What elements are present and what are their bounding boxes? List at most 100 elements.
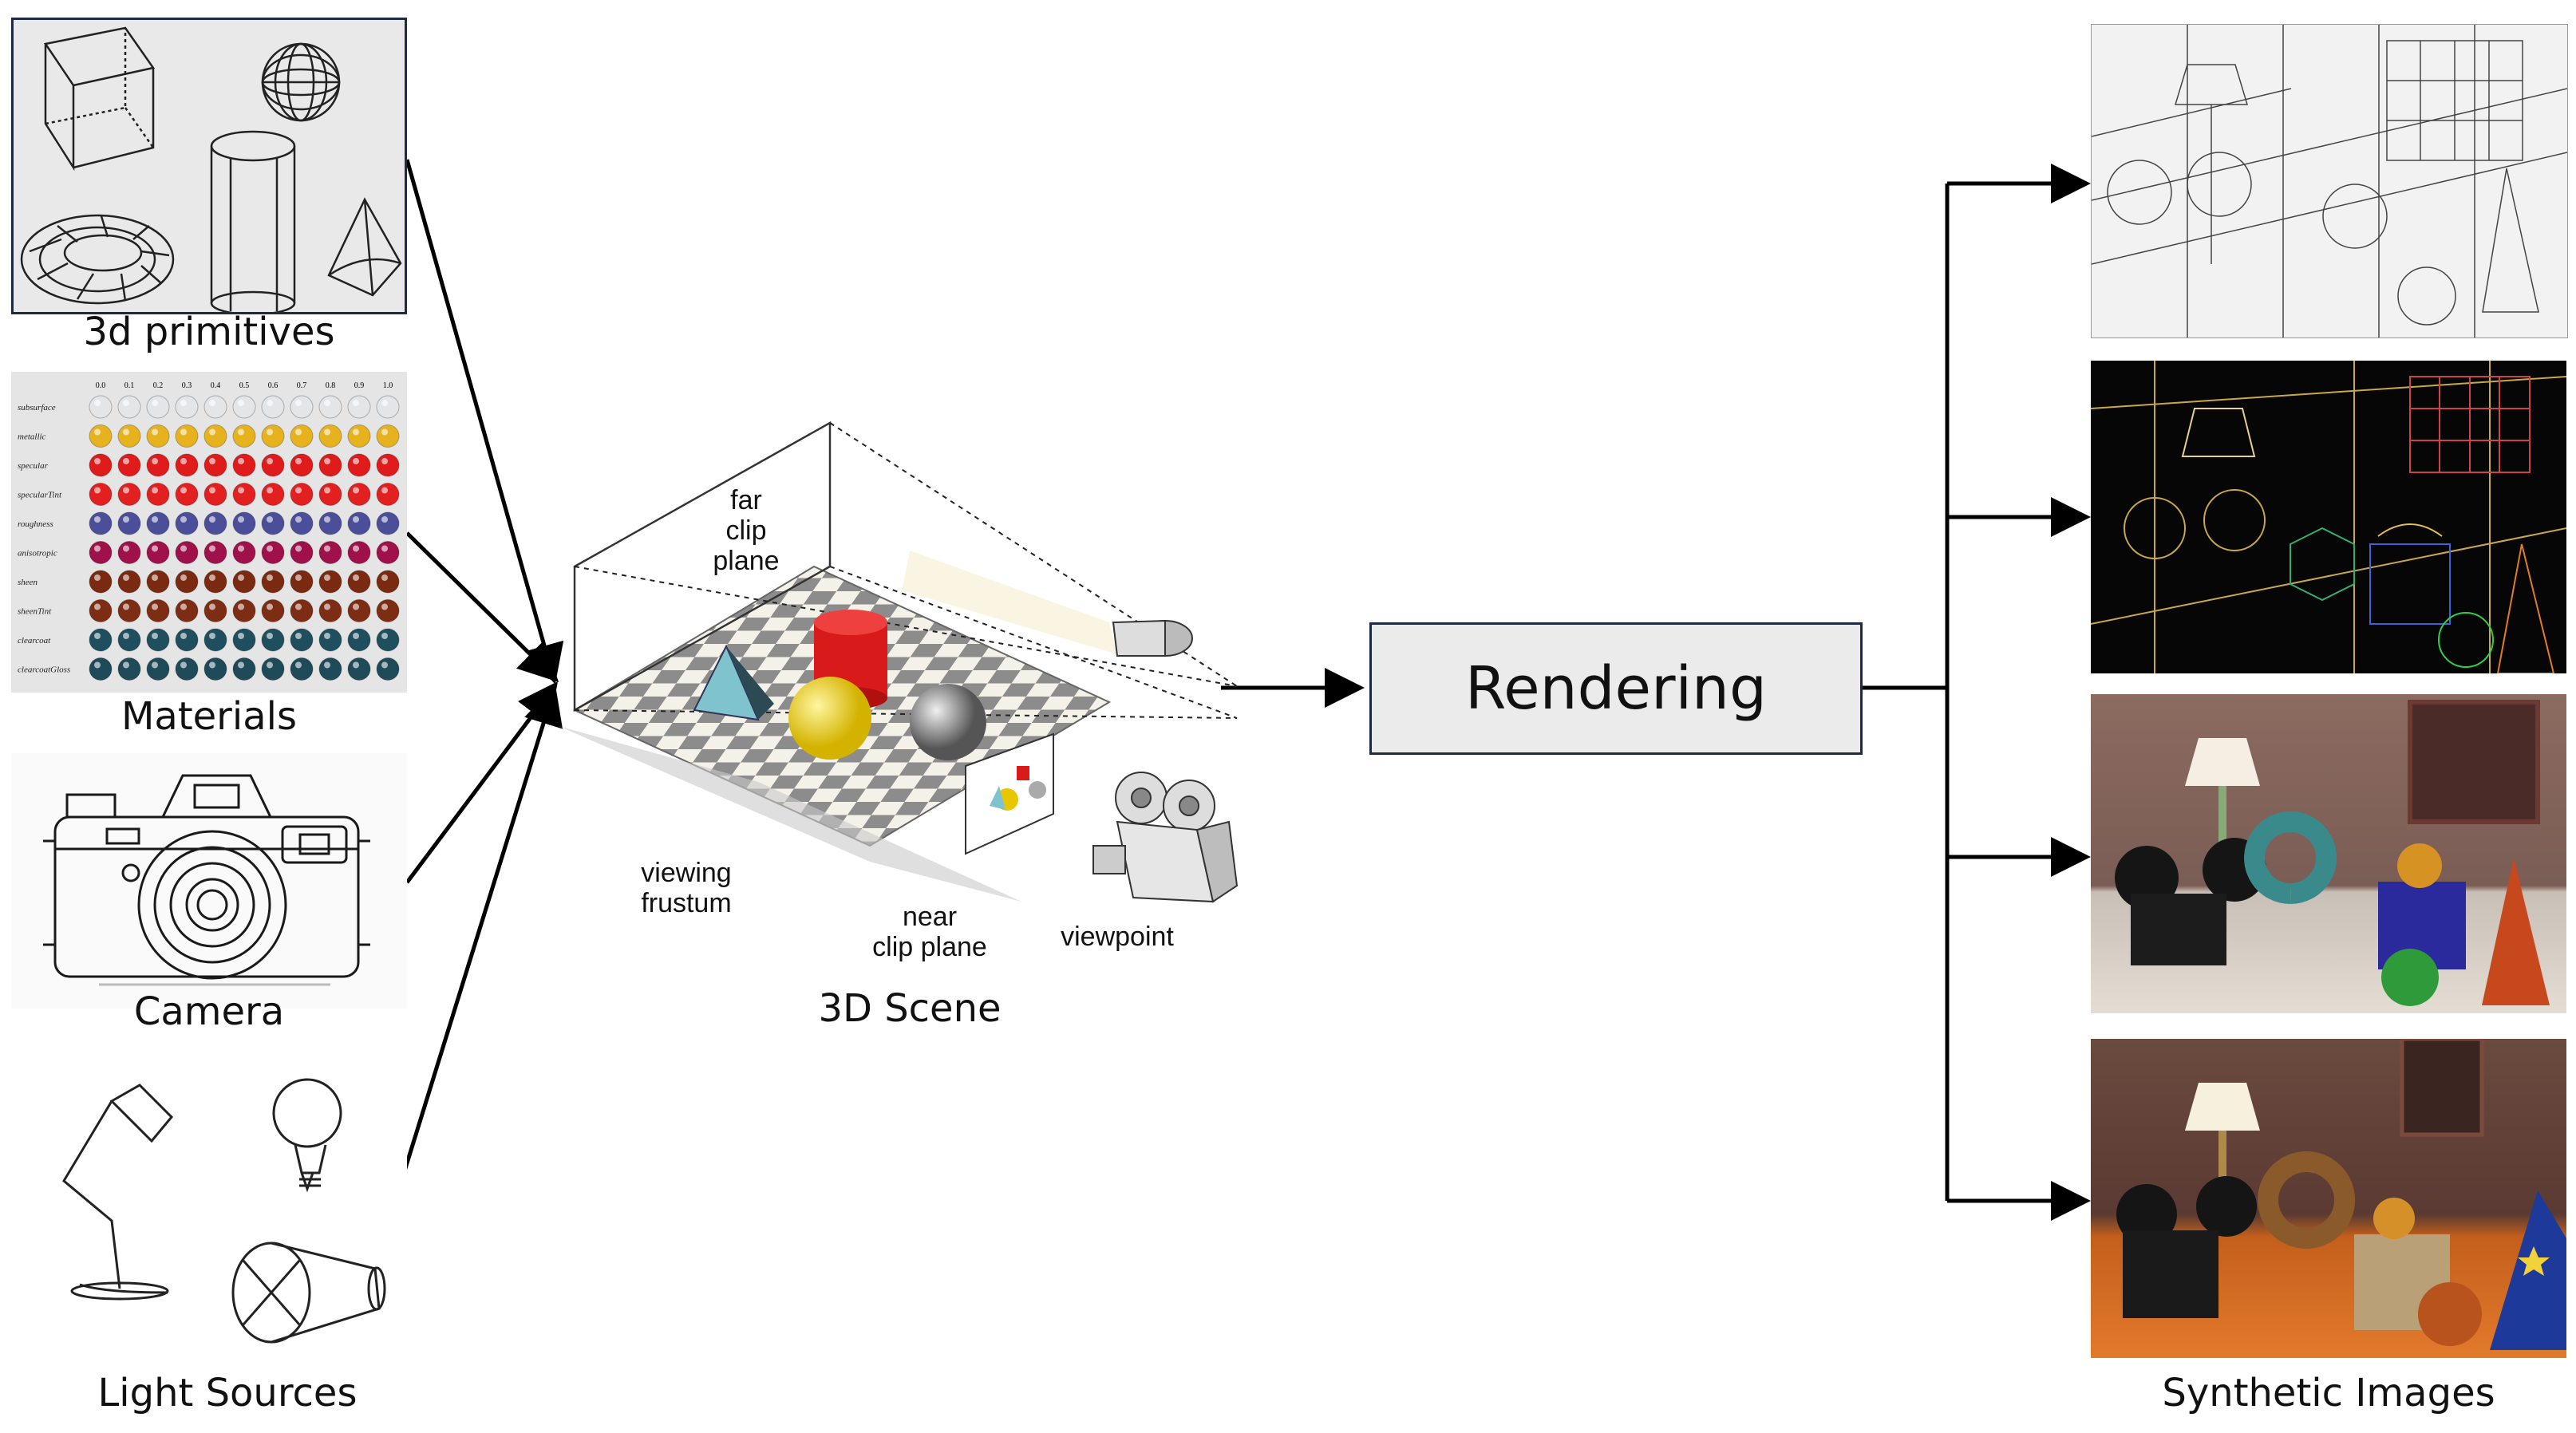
material-row-label: specular xyxy=(18,461,49,471)
material-swatch xyxy=(318,424,342,448)
material-swatch xyxy=(290,541,314,564)
material-swatch-highlight xyxy=(267,400,273,406)
material-swatch xyxy=(232,511,256,535)
material-swatch-highlight xyxy=(123,516,129,523)
material-row-label: subsurface xyxy=(18,403,56,413)
material-swatch-highlight xyxy=(267,545,273,552)
material-swatch-highlight xyxy=(238,458,244,464)
material-swatch-highlight xyxy=(381,516,388,523)
material-swatch-highlight xyxy=(209,603,215,610)
material-swatch-highlight xyxy=(123,458,129,464)
arrow-primitives-to-scene xyxy=(405,159,564,685)
material-swatch-highlight xyxy=(267,633,273,639)
material-swatch xyxy=(261,599,285,622)
arrow-camera-to-scene xyxy=(405,681,558,884)
material-swatch xyxy=(89,599,113,622)
material-swatch xyxy=(347,395,371,419)
material-column-label: 0.9 xyxy=(354,381,365,390)
viewing-frustum-label: viewing frustum xyxy=(641,858,732,918)
material-swatch xyxy=(376,453,400,477)
bulb-icon xyxy=(272,1078,342,1148)
material-row-label: sheen xyxy=(18,578,38,587)
material-swatch-highlight xyxy=(123,487,129,494)
material-swatch-highlight xyxy=(152,487,158,494)
material-swatch-highlight xyxy=(238,516,244,523)
material-swatch xyxy=(89,483,113,506)
material-swatch-highlight xyxy=(94,633,101,639)
material-swatch-highlight xyxy=(94,428,101,436)
material-swatch xyxy=(290,395,314,419)
material-swatch xyxy=(203,453,227,477)
material-swatch-highlight xyxy=(180,428,187,436)
viewpoint-label: viewpoint xyxy=(1061,922,1174,952)
material-swatch xyxy=(232,424,256,448)
material-swatch xyxy=(232,599,256,622)
material-swatch-highlight xyxy=(209,428,215,436)
material-swatch-highlight xyxy=(94,400,101,406)
material-swatch xyxy=(175,453,199,477)
material-swatch-highlight xyxy=(324,400,330,406)
materials-label: Materials xyxy=(121,694,297,739)
arrow-materials-to-scene xyxy=(405,531,559,683)
material-swatch xyxy=(318,541,342,564)
material-swatch-highlight xyxy=(94,516,101,523)
material-swatch-highlight xyxy=(267,487,273,494)
material-swatch xyxy=(175,628,199,652)
material-column-label: 0.5 xyxy=(239,381,250,390)
material-swatch xyxy=(117,453,141,477)
material-swatch xyxy=(146,511,170,535)
material-swatch xyxy=(290,570,314,594)
material-swatch-highlight xyxy=(381,428,388,436)
arrow-lights-to-scene xyxy=(397,685,563,1190)
primitives-label: 3d primitives xyxy=(83,310,335,354)
material-swatch-highlight xyxy=(267,661,273,669)
material-swatch-highlight xyxy=(295,633,302,639)
material-swatch xyxy=(290,483,314,506)
material-swatch xyxy=(232,570,256,594)
material-swatch xyxy=(175,483,199,506)
material-swatch xyxy=(117,395,141,419)
material-swatch xyxy=(290,453,314,477)
material-swatch-highlight xyxy=(123,603,129,610)
lights-label: Light Sources xyxy=(97,1371,358,1415)
material-swatch xyxy=(232,541,256,564)
material-swatch-highlight xyxy=(152,545,158,552)
material-swatch xyxy=(318,628,342,652)
material-swatch xyxy=(117,511,141,535)
material-swatch xyxy=(376,424,400,448)
material-row-label: clearcoatGloss xyxy=(18,665,70,675)
material-swatch-highlight xyxy=(324,458,330,464)
material-swatch-highlight xyxy=(324,633,330,639)
material-swatch-highlight xyxy=(209,400,215,406)
material-swatch xyxy=(146,628,170,652)
material-swatch-highlight xyxy=(94,603,101,610)
material-swatch xyxy=(146,541,170,564)
material-swatch xyxy=(146,483,170,506)
material-swatch xyxy=(290,511,314,535)
material-swatch-highlight xyxy=(353,516,359,523)
material-swatch xyxy=(376,511,400,535)
scene-image: far clip plane viewing frustum near clip… xyxy=(559,407,1253,989)
material-swatch xyxy=(203,483,227,506)
material-swatch-highlight xyxy=(353,603,359,610)
material-swatch xyxy=(347,628,371,652)
material-swatch-highlight xyxy=(353,633,359,639)
material-swatch xyxy=(175,424,199,448)
material-swatch-highlight xyxy=(180,487,187,494)
material-swatch xyxy=(89,424,113,448)
material-swatch xyxy=(232,628,256,652)
material-swatch-highlight xyxy=(295,545,302,552)
material-swatch xyxy=(89,511,113,535)
material-swatch-highlight xyxy=(180,458,187,464)
material-swatch-highlight xyxy=(267,428,273,436)
material-swatch xyxy=(117,628,141,652)
material-swatch-highlight xyxy=(238,574,244,581)
material-swatch-highlight xyxy=(295,603,302,610)
material-swatch-highlight xyxy=(381,633,388,639)
material-swatch-highlight xyxy=(353,428,359,436)
material-swatch xyxy=(347,453,371,477)
material-swatch xyxy=(203,657,227,681)
far-clip-label: far clip plane xyxy=(713,485,780,576)
material-swatch xyxy=(261,395,285,419)
material-swatch xyxy=(203,570,227,594)
